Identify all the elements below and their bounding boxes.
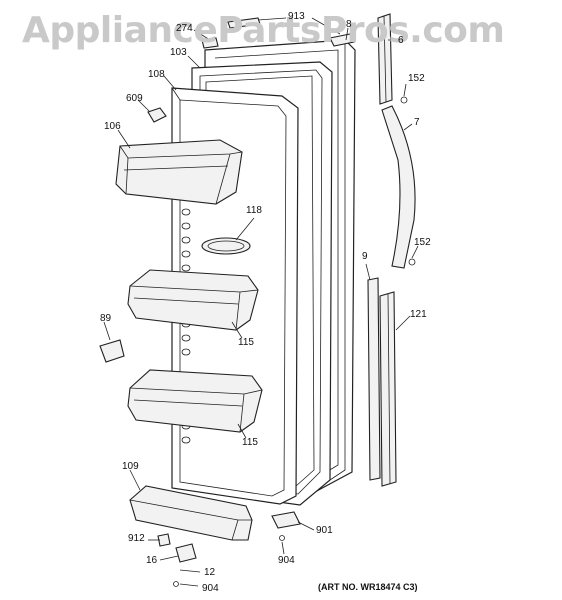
butter-tray bbox=[201, 237, 251, 255]
callout-109: 109 bbox=[122, 461, 139, 472]
watermark-logo: AppliancePartsPros.com bbox=[22, 10, 505, 51]
screws bbox=[173, 96, 416, 587]
callout-912: 912 bbox=[128, 533, 145, 544]
dairy-compartment bbox=[115, 139, 243, 205]
callout-103: 103 bbox=[170, 47, 187, 58]
door-shelf-lower bbox=[127, 369, 263, 433]
callout-904-right: 904 bbox=[278, 555, 295, 566]
leader-lines bbox=[103, 17, 419, 587]
handle-cap-top bbox=[377, 13, 393, 105]
hinge-parts bbox=[157, 533, 197, 563]
liner-pegs bbox=[181, 208, 191, 444]
callout-152-lower: 152 bbox=[414, 237, 431, 248]
callout-89: 89 bbox=[100, 313, 112, 324]
callout-913: 913 bbox=[288, 11, 305, 22]
retainer-part bbox=[99, 339, 125, 363]
callout-118: 118 bbox=[246, 205, 262, 216]
callout-106: 106 bbox=[104, 121, 121, 132]
door-handle bbox=[381, 105, 416, 269]
callout-904-left: 904 bbox=[202, 583, 219, 594]
callout-121: 121 bbox=[410, 309, 427, 320]
cam-part bbox=[271, 511, 301, 529]
callout-12: 12 bbox=[204, 567, 216, 578]
callout-8: 8 bbox=[346, 19, 352, 30]
callout-6: 6 bbox=[398, 35, 404, 46]
callout-16: 16 bbox=[146, 555, 158, 566]
callout-274: 274 bbox=[176, 23, 193, 34]
callout-901: 901 bbox=[316, 525, 333, 536]
top-trim bbox=[201, 17, 355, 49]
callout-7: 7 bbox=[414, 117, 420, 128]
callout-152-upper: 152 bbox=[408, 73, 425, 84]
callout-108: 108 bbox=[148, 69, 165, 80]
trim-strip bbox=[367, 277, 381, 481]
callout-609: 609 bbox=[126, 93, 143, 104]
handle-cap-bottom bbox=[379, 291, 397, 487]
door-shelf-upper bbox=[127, 269, 259, 331]
bottom-bin bbox=[129, 485, 253, 541]
callout-115-upper: 115 bbox=[238, 337, 254, 348]
clip-part bbox=[147, 107, 167, 123]
callout-9: 9 bbox=[362, 251, 368, 262]
art-number: (ART NO. WR18474 C3) bbox=[318, 582, 418, 592]
callout-115-lower: 115 bbox=[242, 437, 258, 448]
